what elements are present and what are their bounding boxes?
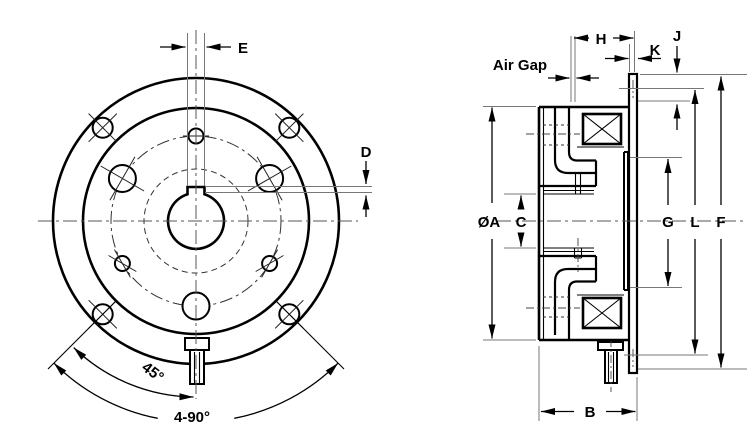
dim-4-90-label: 4-90° <box>174 409 210 426</box>
section-terminal-stud <box>597 339 624 392</box>
air-gap-label: Air Gap <box>493 57 547 74</box>
dim-f-label: F <box>716 214 725 231</box>
dim-4-90-arc <box>53 362 158 419</box>
coil-section-upper <box>577 112 624 148</box>
dim-e-label: E <box>238 40 248 57</box>
dim-k-label: K <box>650 42 661 59</box>
dim-b-label: B <box>585 404 596 421</box>
dim-d-label: D <box>361 144 372 161</box>
extension-lines <box>483 31 747 421</box>
radial-extension-lines <box>47 299 345 370</box>
terminal-stud <box>184 337 210 385</box>
dim-c-label: C <box>516 214 527 231</box>
dim-d <box>205 161 372 217</box>
section-view: Air Gap H K J ØA C G L F B <box>478 28 747 421</box>
dim-45-arc <box>73 347 194 401</box>
dim-g-label: G <box>662 214 674 231</box>
mounting-flange <box>627 72 639 375</box>
dim-45-label: 45° <box>139 359 167 386</box>
dim-e <box>160 33 231 186</box>
dim-j-label: J <box>673 28 681 45</box>
dim-h-label: H <box>596 31 607 48</box>
dim-4-90-arc <box>234 362 339 419</box>
dim-l-label: L <box>690 214 699 231</box>
front-view: E D 45° 4-90° <box>38 30 372 426</box>
magnet-body <box>526 105 629 342</box>
coil-section-lower <box>577 294 624 330</box>
dim-a-label: ØA <box>478 214 501 231</box>
